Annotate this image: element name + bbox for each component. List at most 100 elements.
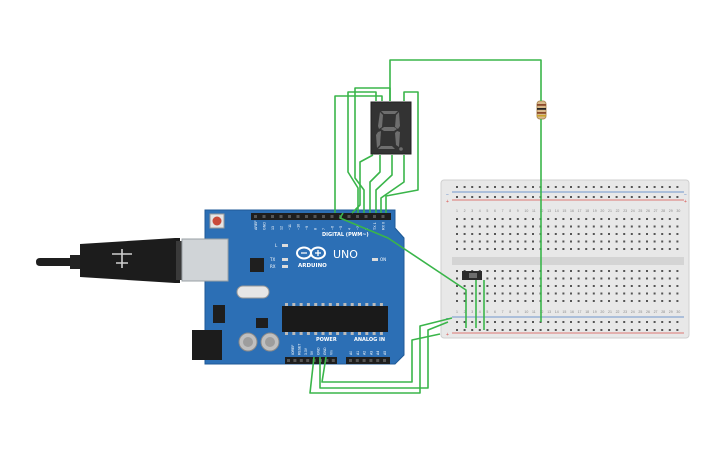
header-pin[interactable] [330, 215, 334, 218]
terminal-hole[interactable] [600, 248, 603, 250]
rail-hole[interactable] [638, 196, 641, 198]
terminal-hole[interactable] [463, 285, 466, 287]
terminal-hole[interactable] [554, 248, 557, 250]
header-pin[interactable] [254, 215, 257, 218]
terminal-hole[interactable] [570, 240, 572, 243]
terminal-hole[interactable] [577, 233, 580, 235]
rail-hole[interactable] [494, 321, 496, 323]
rail-hole[interactable] [668, 329, 671, 331]
reset-button[interactable] [212, 216, 222, 226]
terminal-hole[interactable] [486, 248, 489, 250]
terminal-hole[interactable] [524, 270, 527, 272]
terminal-hole[interactable] [463, 225, 466, 228]
terminal-hole[interactable] [562, 285, 565, 287]
rail-hole[interactable] [570, 196, 572, 198]
rail-hole[interactable] [524, 321, 527, 323]
rail-hole[interactable] [547, 186, 550, 188]
terminal-hole[interactable] [456, 292, 458, 295]
terminal-hole[interactable] [592, 225, 595, 228]
terminal-hole[interactable] [524, 277, 527, 280]
terminal-hole[interactable] [668, 218, 671, 220]
terminal-hole[interactable] [516, 248, 519, 250]
terminal-hole[interactable] [653, 240, 656, 243]
header-pin[interactable] [313, 215, 317, 218]
terminal-hole[interactable] [456, 218, 458, 220]
terminal-hole[interactable] [524, 225, 527, 228]
terminal-hole[interactable] [630, 292, 633, 295]
rail-hole[interactable] [630, 321, 633, 323]
terminal-hole[interactable] [456, 225, 458, 228]
terminal-hole[interactable] [532, 233, 534, 235]
terminal-hole[interactable] [653, 292, 656, 295]
terminal-hole[interactable] [623, 270, 626, 272]
rail-hole[interactable] [532, 196, 534, 198]
rail-hole[interactable] [592, 196, 595, 198]
terminal-hole[interactable] [570, 285, 572, 287]
terminal-hole[interactable] [570, 277, 572, 280]
terminal-hole[interactable] [623, 300, 626, 302]
rail-hole[interactable] [494, 186, 496, 188]
terminal-hole[interactable] [661, 225, 664, 228]
rail-hole[interactable] [600, 186, 603, 188]
terminal-hole[interactable] [509, 248, 512, 250]
terminal-hole[interactable] [661, 292, 664, 295]
rail-hole[interactable] [638, 186, 641, 188]
terminal-hole[interactable] [570, 300, 572, 302]
rail-hole[interactable] [615, 329, 618, 331]
terminal-hole[interactable] [630, 233, 633, 235]
terminal-hole[interactable] [668, 277, 671, 280]
terminal-hole[interactable] [676, 292, 679, 295]
terminal-hole[interactable] [562, 248, 565, 250]
terminal-hole[interactable] [516, 300, 519, 302]
header-pin[interactable] [373, 215, 376, 218]
terminal-hole[interactable] [570, 233, 572, 235]
rail-hole[interactable] [630, 196, 633, 198]
terminal-hole[interactable] [501, 292, 504, 295]
terminal-hole[interactable] [532, 225, 534, 228]
terminal-hole[interactable] [600, 300, 603, 302]
rail-hole[interactable] [463, 321, 466, 323]
terminal-hole[interactable] [471, 292, 474, 295]
terminal-hole[interactable] [661, 300, 664, 302]
rail-hole[interactable] [547, 329, 550, 331]
terminal-hole[interactable] [486, 277, 489, 280]
terminal-hole[interactable] [486, 225, 489, 228]
rail-hole[interactable] [562, 196, 565, 198]
terminal-hole[interactable] [646, 292, 648, 295]
rail-hole[interactable] [478, 329, 481, 331]
rail-hole[interactable] [585, 196, 588, 198]
terminal-hole[interactable] [494, 233, 496, 235]
rail-hole[interactable] [501, 196, 504, 198]
terminal-hole[interactable] [456, 270, 458, 272]
terminal-hole[interactable] [638, 240, 641, 243]
terminal-hole[interactable] [668, 292, 671, 295]
terminal-hole[interactable] [516, 233, 519, 235]
terminal-hole[interactable] [486, 240, 489, 243]
terminal-hole[interactable] [463, 292, 466, 295]
terminal-hole[interactable] [615, 218, 618, 220]
rail-hole[interactable] [456, 186, 458, 188]
rail-hole[interactable] [608, 186, 610, 188]
rail-hole[interactable] [615, 196, 618, 198]
terminal-hole[interactable] [532, 285, 534, 287]
rail-hole[interactable] [646, 329, 648, 331]
rail-hole[interactable] [524, 196, 527, 198]
terminal-hole[interactable] [638, 270, 641, 272]
rail-hole[interactable] [615, 186, 618, 188]
terminal-hole[interactable] [623, 240, 626, 243]
terminal-hole[interactable] [509, 300, 512, 302]
rail-hole[interactable] [509, 321, 512, 323]
terminal-hole[interactable] [478, 240, 481, 243]
terminal-hole[interactable] [471, 225, 474, 228]
terminal-hole[interactable] [608, 248, 610, 250]
terminal-hole[interactable] [608, 218, 610, 220]
rail-hole[interactable] [471, 329, 474, 331]
rail-hole[interactable] [585, 329, 588, 331]
terminal-hole[interactable] [562, 233, 565, 235]
header-pin[interactable] [305, 215, 308, 218]
rail-hole[interactable] [585, 321, 588, 323]
terminal-hole[interactable] [600, 285, 603, 287]
terminal-hole[interactable] [630, 277, 633, 280]
header-pin[interactable] [262, 215, 266, 218]
terminal-hole[interactable] [623, 277, 626, 280]
